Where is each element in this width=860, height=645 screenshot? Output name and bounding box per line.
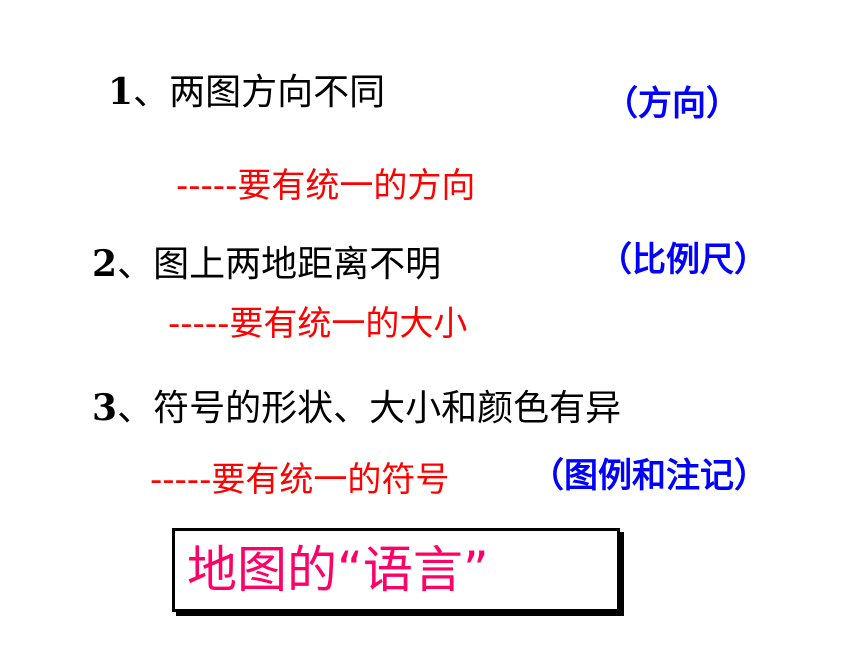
item-3-statement: 3、符号的形状、大小和颜色有异 bbox=[92, 388, 621, 429]
item-3-separator: 、 bbox=[117, 388, 154, 429]
item-3-number: 3 bbox=[92, 387, 118, 429]
summary-text: 地图的“语言” bbox=[187, 541, 489, 599]
item-3-tag: （图例和注记） bbox=[530, 456, 768, 496]
item-3-text: 符号的形状、大小和颜色有异 bbox=[153, 388, 622, 429]
item-2-tag: （比例尺） bbox=[598, 240, 768, 280]
item-2-statement: 2、图上两地距离不明 bbox=[92, 244, 441, 285]
item-1-tag: （方向） bbox=[604, 84, 740, 124]
item-2-conclusion: -----要有统一的大小 bbox=[168, 304, 468, 344]
item-1-number: 1 bbox=[108, 71, 134, 113]
item-2-number: 2 bbox=[92, 243, 118, 285]
item-1-text: 两图方向不同 bbox=[169, 72, 386, 113]
item-1-separator: 、 bbox=[133, 72, 170, 113]
item-2-text: 图上两地距离不明 bbox=[153, 244, 442, 285]
item-1-conclusion: -----要有统一的方向 bbox=[176, 166, 476, 206]
item-1-statement: 1、两图方向不同 bbox=[108, 72, 385, 113]
item-2-separator: 、 bbox=[117, 244, 154, 285]
item-3-conclusion: -----要有统一的符号 bbox=[150, 460, 450, 500]
summary-box: 地图的“语言” bbox=[172, 528, 620, 612]
